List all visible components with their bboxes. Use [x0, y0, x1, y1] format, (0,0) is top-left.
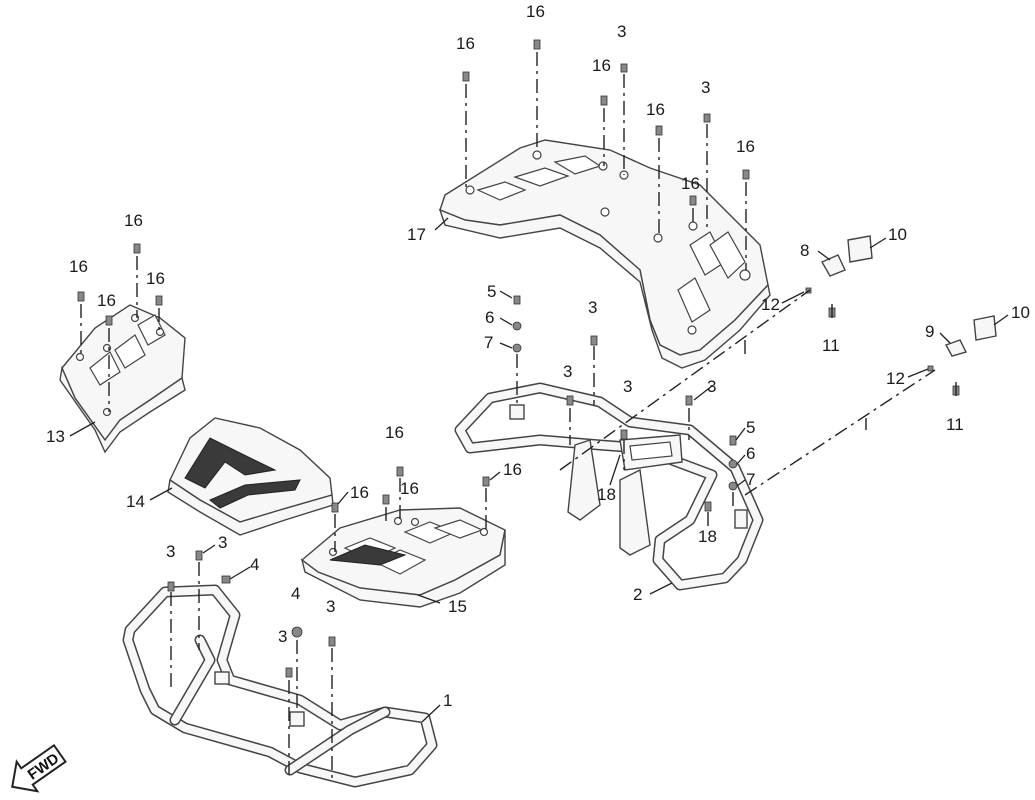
forward-direction-arrow: FWD: [11, 743, 67, 793]
callout-9: 9: [925, 322, 934, 341]
leader-lines: [69, 217, 1009, 723]
callout-5: 5: [487, 282, 496, 301]
callout-7: 7: [746, 470, 755, 489]
callout-13: 13: [46, 427, 65, 446]
part-10-reflector-b: [973, 315, 997, 341]
assembly-center-lines: [80, 52, 957, 780]
callout-18: 18: [597, 485, 616, 504]
callout-6: 6: [746, 444, 755, 463]
callout-3: 3: [707, 377, 716, 396]
callout-3: 3: [623, 377, 632, 396]
callout-3: 3: [166, 542, 175, 561]
callout-7: 7: [484, 333, 493, 352]
callout-3: 3: [218, 533, 227, 552]
callout-4: 4: [291, 584, 300, 603]
callout-16: 16: [681, 174, 700, 193]
callout-3: 3: [326, 597, 335, 616]
callout-15: 15: [448, 597, 467, 616]
callout-labels: 1 2 3 3 3 3 3 3 3 3 3 3 4 4 5 5 6 6 7 7 …: [46, 2, 1030, 710]
part-10-reflector: [847, 235, 873, 263]
callout-16: 16: [526, 2, 545, 21]
callout-16: 16: [503, 460, 522, 479]
part-13-front-side-cover: [59, 304, 186, 454]
callout-11: 11: [946, 415, 964, 434]
callout-16: 16: [456, 34, 475, 53]
part-15-front-top-rack: [300, 507, 506, 608]
callout-16: 16: [592, 56, 611, 75]
callout-16: 16: [350, 483, 369, 502]
callout-10: 10: [1011, 303, 1030, 322]
forward-arrow-icon: [11, 743, 67, 793]
part-2-rear-rack-frame: [454, 382, 764, 591]
callout-18: 18: [698, 527, 717, 546]
callout-3: 3: [563, 362, 572, 381]
callout-16: 16: [69, 257, 88, 276]
part-17-rear-rack-cover: [438, 139, 771, 369]
callout-2: 2: [633, 585, 642, 604]
callout-8: 8: [800, 241, 809, 260]
fasteners: [77, 39, 960, 678]
callout-12: 12: [886, 369, 905, 388]
callout-17: 17: [407, 225, 426, 244]
callout-16: 16: [146, 269, 165, 288]
callout-10: 10: [888, 225, 907, 244]
callout-5: 5: [746, 418, 755, 437]
part-8-bracket: [821, 254, 846, 277]
callout-1: 1: [443, 691, 452, 710]
callout-16: 16: [400, 479, 419, 498]
callout-3: 3: [701, 78, 710, 97]
callout-16: 16: [385, 423, 404, 442]
callout-12: 12: [761, 295, 780, 314]
callout-16: 16: [124, 211, 143, 230]
callout-3: 3: [617, 22, 626, 41]
callout-11: 11: [822, 336, 840, 355]
callout-16: 16: [646, 100, 665, 119]
callout-4: 4: [250, 555, 259, 574]
callout-3: 3: [588, 298, 597, 317]
part-1-front-rack-frame: [122, 584, 438, 788]
callout-3: 3: [278, 627, 287, 646]
callout-14: 14: [126, 492, 145, 511]
callout-6: 6: [485, 308, 494, 327]
part-9-bracket: [944, 339, 968, 357]
callout-16: 16: [97, 291, 116, 310]
callout-16: 16: [736, 137, 755, 156]
part-14-front-center-panel: [167, 417, 334, 536]
